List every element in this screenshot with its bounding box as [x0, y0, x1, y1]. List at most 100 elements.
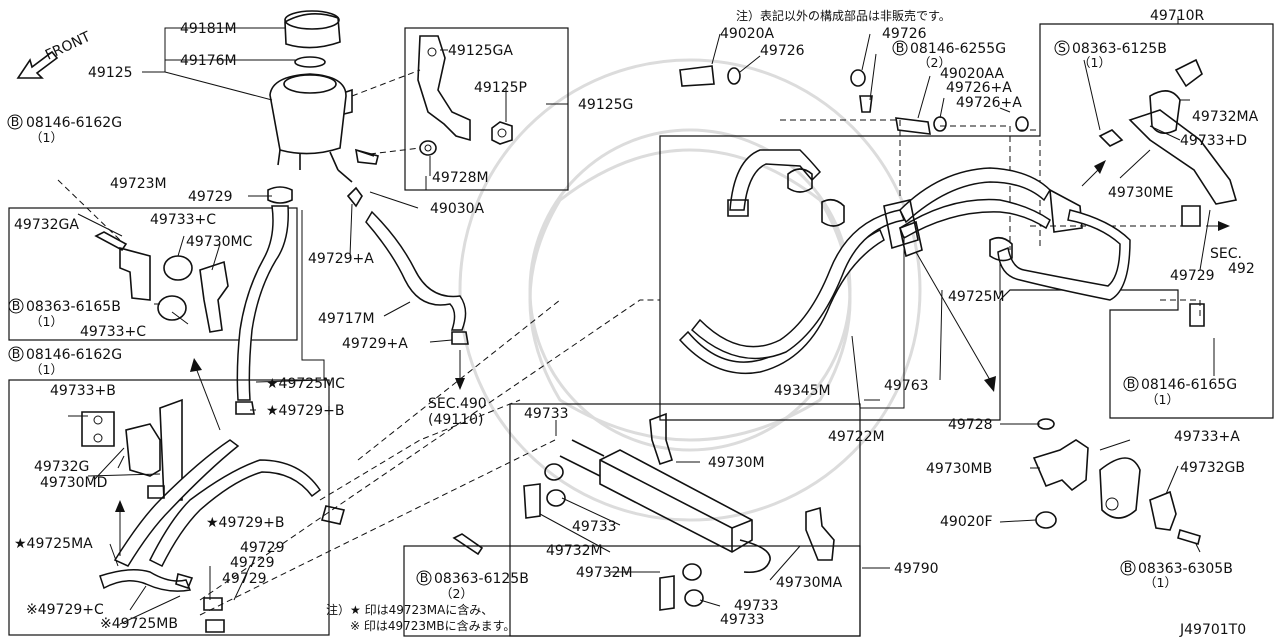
- suction-hose: [365, 210, 467, 331]
- marker-b: B: [12, 298, 21, 313]
- grommet-49728: [1037, 418, 1055, 430]
- drawing-code: J49701T0: [1179, 622, 1246, 638]
- bracket-49732G: [125, 423, 161, 477]
- part-label: 49729+A: [342, 336, 408, 352]
- marker-b: B: [1127, 376, 1136, 391]
- part-label: 49728M: [432, 170, 489, 186]
- section-ref: 492: [1228, 261, 1255, 277]
- dashed-leaders: [57, 69, 1201, 616]
- part-label: 49722M: [828, 429, 885, 445]
- marker-b: B: [1124, 560, 1133, 575]
- part-label: 49725M: [948, 289, 1005, 305]
- part-label: ★49725MA: [14, 536, 93, 552]
- clamp-49729-top: [267, 186, 293, 204]
- bracket-49730MB: [1032, 439, 1089, 492]
- reservoir-cap: [284, 10, 341, 49]
- part-label: 49726+A: [946, 80, 1012, 96]
- part-label: 08146-6165G: [1141, 377, 1237, 393]
- bracket-49730ME: [1098, 58, 1238, 205]
- part-label: 49729: [230, 555, 275, 571]
- qty-label: （1）: [30, 314, 63, 329]
- cooler-grommets: [544, 463, 704, 607]
- part-label: 49732MA: [1192, 109, 1259, 125]
- part-label: 49732GB: [1180, 460, 1245, 476]
- part-label: 49176M: [180, 53, 237, 69]
- part-label: 49730MA: [776, 575, 843, 591]
- top-fittings: [679, 65, 1201, 227]
- bolt-08363: [94, 231, 128, 252]
- hose-clamps-lower: [147, 401, 346, 633]
- bolt-08146-6165G: [1189, 303, 1205, 327]
- cooler-box: [509, 403, 861, 637]
- part-label: 49733+A: [1174, 429, 1240, 445]
- part-label: 49030A: [430, 201, 485, 217]
- cooler-bolt: [452, 533, 484, 556]
- oil-cooler: [559, 439, 771, 574]
- part-label: 08363-6125B: [434, 571, 529, 587]
- arrow-to-sec490: [455, 350, 465, 390]
- part-label: ※49729+C: [26, 602, 104, 618]
- part-label: 49717M: [318, 311, 375, 327]
- clamp-49733B: [81, 411, 115, 447]
- bracket-bolt: [355, 148, 379, 165]
- part-label: 08363-6125B: [1072, 41, 1167, 57]
- qty-label: （1）: [30, 362, 63, 377]
- grommet-49733C: [157, 255, 193, 321]
- bracket-49730MD: [159, 398, 183, 501]
- front-arrow-icon: [16, 50, 59, 79]
- direction-arrows: [115, 358, 221, 556]
- section-ref: SEC.490: [428, 396, 487, 412]
- part-label: 49125G: [578, 97, 633, 113]
- part-label: 49020AA: [940, 66, 1005, 82]
- marker-b: B: [11, 114, 20, 129]
- part-label: 49733+C: [80, 324, 146, 340]
- part-label: 08146-6255G: [910, 41, 1006, 57]
- part-label: 49729: [188, 189, 233, 205]
- qty-label: （1）: [1078, 55, 1111, 70]
- part-label: ※49725MB: [100, 616, 178, 632]
- part-label: 49726: [882, 26, 927, 42]
- qty-label: （2）: [440, 586, 473, 601]
- bracket-49730MC: [199, 260, 229, 333]
- marker-b: B: [896, 40, 905, 55]
- leader-lines: [68, 16, 1215, 625]
- part-label: 49723M: [110, 176, 167, 192]
- clamp-49733A: [1099, 457, 1141, 519]
- pressure-tube-49722M: [678, 149, 1131, 375]
- part-label: 49125GA: [448, 43, 513, 59]
- marker-s: S: [1058, 40, 1066, 55]
- part-label: 49733: [734, 598, 779, 614]
- pipe-assembly-49723MA: [99, 439, 322, 592]
- part-label: 49730MB: [926, 461, 992, 477]
- reservoir-bracket: [417, 35, 471, 142]
- qty-label: （2）: [918, 55, 951, 70]
- bracket-grommet: [419, 140, 437, 156]
- part-label: ★49725MC: [266, 376, 345, 392]
- part-label: 49729+A: [308, 251, 374, 267]
- part-label: 49733: [572, 519, 617, 535]
- part-label: 49726+A: [956, 95, 1022, 111]
- lower-pipe-box: [8, 379, 330, 636]
- part-label: 08363-6305B: [1138, 561, 1233, 577]
- part-label: 49733+D: [1180, 133, 1247, 149]
- part-label: 49020A: [720, 26, 775, 42]
- part-label: 49125P: [474, 80, 527, 96]
- part-label: 49729: [240, 540, 285, 556]
- pressure-pipe-frame: [659, 23, 1274, 421]
- bracket-kit-box: [8, 207, 298, 341]
- part-label: 49763: [884, 378, 929, 394]
- reservoir-tank: [269, 73, 353, 183]
- part-label: 49733+B: [50, 383, 116, 399]
- part-label: 49732M: [546, 543, 603, 559]
- circled-b-markers: [7, 40, 1139, 586]
- part-label: 49730ME: [1108, 185, 1173, 201]
- front-label: FRONT: [43, 29, 94, 64]
- union-bolts: [787, 168, 1013, 262]
- part-label: 49730MC: [186, 234, 253, 250]
- top-note: 注）表記以外の構成部品は非販売です。: [736, 8, 951, 23]
- reservoir-filter-ring: [294, 56, 326, 68]
- part-label: 49181M: [180, 21, 237, 37]
- part-label: 49732M: [576, 565, 633, 581]
